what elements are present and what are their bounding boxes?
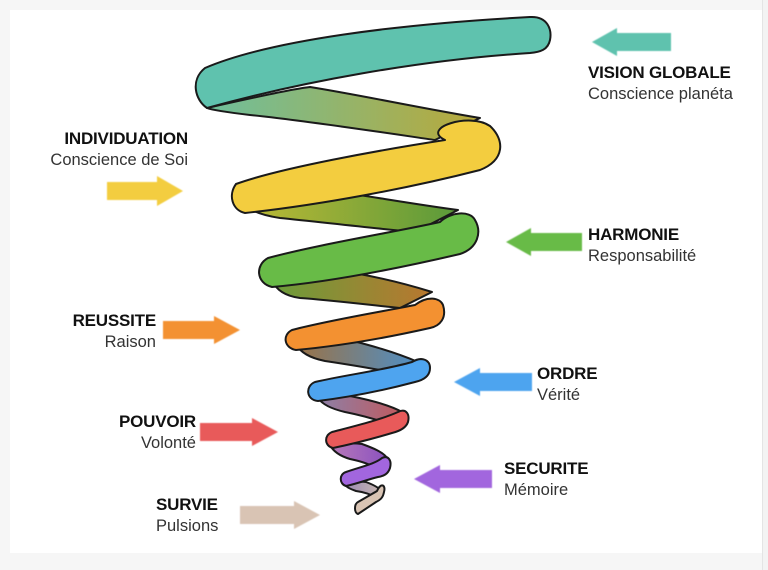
level-subtitle: Raison	[104, 333, 156, 351]
arrows	[107, 28, 671, 529]
band-securite	[339, 456, 392, 487]
level-subtitle: Responsabilité	[588, 247, 697, 265]
level-subtitle: Conscience planéta	[588, 85, 733, 103]
arrow-ordre-icon	[454, 368, 532, 396]
level-subtitle: Volonté	[140, 434, 196, 452]
level-subtitle: Mémoire	[504, 481, 569, 499]
level-title: ORDRE	[537, 364, 598, 383]
band-vision-globale	[194, 15, 552, 109]
back-band-teal-yellow	[206, 86, 481, 141]
arrow-vision-globale-icon	[592, 28, 671, 56]
label-pouvoir: POUVOIR Volonté	[119, 413, 196, 452]
level-title: SURVIE	[156, 495, 218, 514]
level-title: HARMONIE	[588, 225, 679, 244]
right-edge-strip	[762, 0, 768, 570]
arrow-pouvoir-icon	[200, 418, 278, 446]
label-ordre: ORDRE Vérité	[537, 364, 598, 404]
band-individuation	[230, 119, 502, 214]
arrow-reussite-icon	[163, 316, 240, 344]
label-individuation: INDIVIDUATION Conscience de Soi	[50, 130, 188, 169]
level-title: POUVOIR	[118, 412, 196, 431]
level-title: INDIVIDUATION	[64, 129, 188, 148]
label-vision-globale: VISION GLOBALE Conscience planéta	[588, 64, 733, 103]
band-pouvoir	[325, 409, 410, 449]
arrow-individuation-icon	[107, 176, 183, 206]
spiral	[194, 15, 552, 515]
arrow-harmonie-icon	[506, 228, 582, 256]
level-title: REUSSITE	[72, 311, 157, 330]
label-reussite: REUSSITE Raison	[72, 311, 157, 351]
level-subtitle: Vérité	[537, 386, 581, 404]
label-harmonie: HARMONIE Responsabilité	[588, 226, 696, 265]
band-ordre	[307, 358, 431, 402]
band-reussite	[284, 297, 446, 351]
arrow-securite-icon	[414, 465, 492, 493]
band-survie	[354, 484, 386, 515]
band-harmonie	[258, 212, 480, 288]
level-subtitle: Conscience de Soi	[50, 151, 188, 169]
label-securite: SECURITE Mémoire	[504, 459, 589, 499]
arrow-survie-icon	[240, 501, 320, 529]
level-subtitle: Pulsions	[156, 517, 219, 535]
label-survie: SURVIE Pulsions	[156, 496, 218, 535]
level-title: VISION GLOBALE	[588, 63, 731, 82]
level-title: SECURITE	[504, 459, 589, 478]
